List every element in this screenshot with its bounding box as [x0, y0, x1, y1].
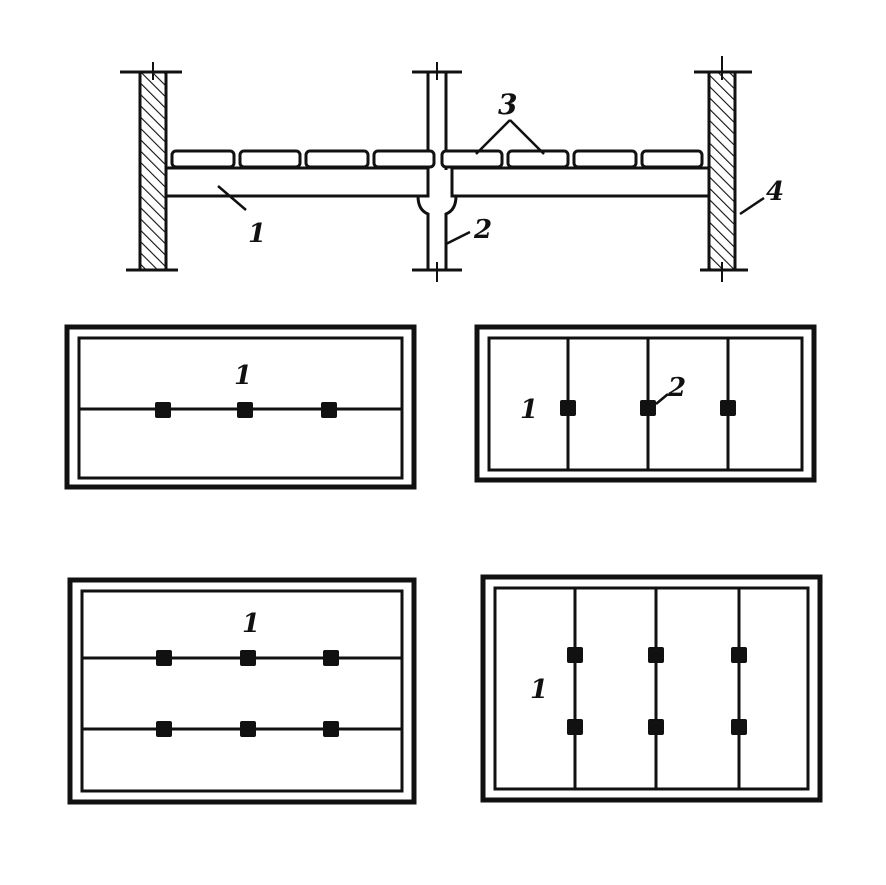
plan-top-right: 1 2 [474, 324, 817, 483]
column [156, 721, 172, 737]
svg-text:1: 1 [248, 219, 266, 249]
left-wall [120, 62, 182, 272]
column [323, 650, 339, 666]
slab-panel [440, 149, 504, 169]
column [567, 719, 583, 735]
slab-panel [372, 149, 436, 169]
slab-panel [170, 149, 236, 169]
column [648, 719, 664, 735]
column [720, 400, 736, 416]
column [156, 650, 172, 666]
column [731, 719, 747, 735]
column [240, 721, 256, 737]
beam-right [450, 166, 711, 198]
beam-left [164, 166, 430, 198]
label-beam: 1 [217, 185, 266, 249]
column [648, 647, 664, 663]
column [155, 402, 171, 418]
svg-text:2: 2 [473, 215, 492, 245]
slab-panel [506, 149, 570, 169]
column [321, 402, 337, 418]
plan-label-column: 2 [667, 373, 686, 403]
right-wall [694, 56, 752, 282]
label-wall: 4 [739, 177, 784, 216]
column [240, 650, 256, 666]
section-view: 1 2 3 4 [120, 56, 784, 282]
plan-label-beam: 1 [234, 361, 252, 391]
plan-label-beam: 1 [530, 675, 548, 705]
svg-text:3: 3 [498, 88, 517, 121]
slab-panel [640, 149, 704, 169]
column [323, 721, 339, 737]
slab-panel [238, 149, 302, 169]
label-column: 2 [445, 215, 492, 246]
plan-label-beam: 1 [242, 609, 260, 639]
label-slabs: 3 [475, 88, 545, 155]
slab-panel [572, 149, 638, 169]
slab-panels [170, 149, 704, 169]
plan-label-beam: 1 [520, 395, 538, 425]
plan-bottom-left: 1 [67, 577, 417, 805]
column [567, 647, 583, 663]
column [237, 402, 253, 418]
column [731, 647, 747, 663]
column [560, 400, 576, 416]
slab-panel [304, 149, 370, 169]
plan-top-left: 1 [64, 324, 417, 490]
column [640, 400, 656, 416]
plan-bottom-right: 1 [480, 574, 823, 803]
svg-text:4: 4 [766, 177, 784, 207]
